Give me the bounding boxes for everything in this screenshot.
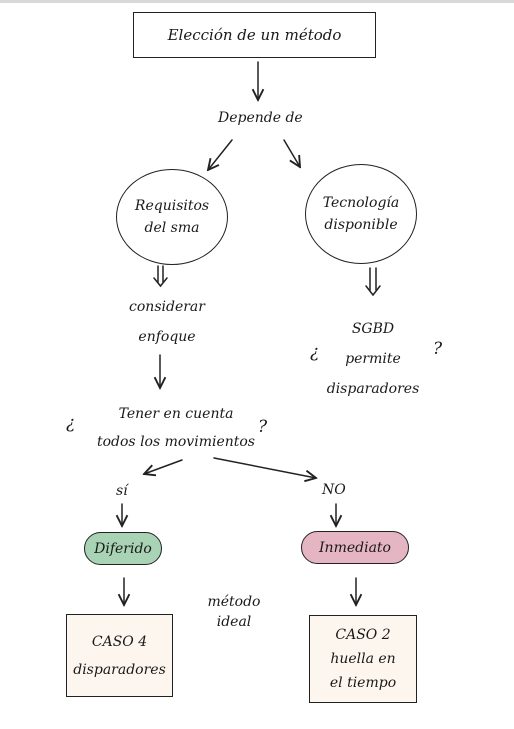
main-question-close-mark: ? [258,417,268,437]
consider-focus-note: considerar enfoque [112,292,222,352]
arrow-depends-to-requirements [208,139,233,170]
ideal-line-2: ideal [216,614,252,630]
deferred-label: Diferido [94,540,152,557]
main-question-line-1: Tener en cuenta [118,406,234,422]
case-1-box: CASO 4 disparadores [66,614,173,697]
sgbd-line-2: permite [345,351,401,367]
arrow-depends-to-technology [283,139,300,167]
case-2-text: CASO 2 huella en el tiempo [330,623,396,695]
requirements-line-2: del sma [144,220,200,236]
technology-text: Tecnología disponible [323,192,400,236]
top-border [0,0,514,3]
double-arrow-left-head [153,277,168,288]
arrow-question-to-yes [144,459,183,474]
main-question-open-mark: ¿ [66,413,76,433]
sgbd-line-3: disparadores [326,381,420,397]
sgbd-close-mark: ? [433,339,443,359]
deferred-pill: Diferido [84,532,162,565]
technology-line-2: disponible [324,217,398,233]
title-text: Elección de un método [167,26,342,44]
consider-line-2: enfoque [138,329,196,345]
double-arrow-right-head [365,285,381,297]
case-2-line-3: el tiempo [329,675,397,691]
no-label: NO [322,482,346,498]
depends-label: Depende de [218,110,303,126]
technology-line-1: Tecnología [322,195,400,211]
main-question-line-2: todos los movimientos [96,434,255,450]
requirements-circle: Requisitos del sma [116,169,228,265]
arrow-question-to-no [213,457,316,478]
case-2-line-1: CASO 2 [335,627,391,643]
case-1-text: CASO 4 disparadores [73,628,166,684]
technology-circle: Tecnología disponible [305,164,417,264]
yes-label: sí [116,483,128,499]
requirements-text: Requisitos del sma [135,195,209,239]
title-box: Elección de un método [133,12,376,58]
case-1-line-2: disparadores [73,661,166,678]
ideal-line-1: método [207,594,261,610]
case-1-line-1: CASO 4 [91,633,148,650]
case-2-box: CASO 2 huella en el tiempo [309,615,417,703]
case-2-line-2: huella en [330,651,396,667]
sgbd-line-1: SGBD [351,321,395,337]
requirements-line-1: Requisitos [134,198,210,214]
sgbd-open-mark: ¿ [310,342,320,362]
immediate-pill: Inmediato [301,531,409,564]
sgbd-question: SGBD permite disparadores [318,314,428,404]
consider-line-1: considerar [129,299,205,315]
immediate-label: Inmediato [319,539,391,556]
ideal-method-label: método ideal [194,592,274,632]
main-question: Tener en cuenta todos los movimientos [86,400,266,456]
